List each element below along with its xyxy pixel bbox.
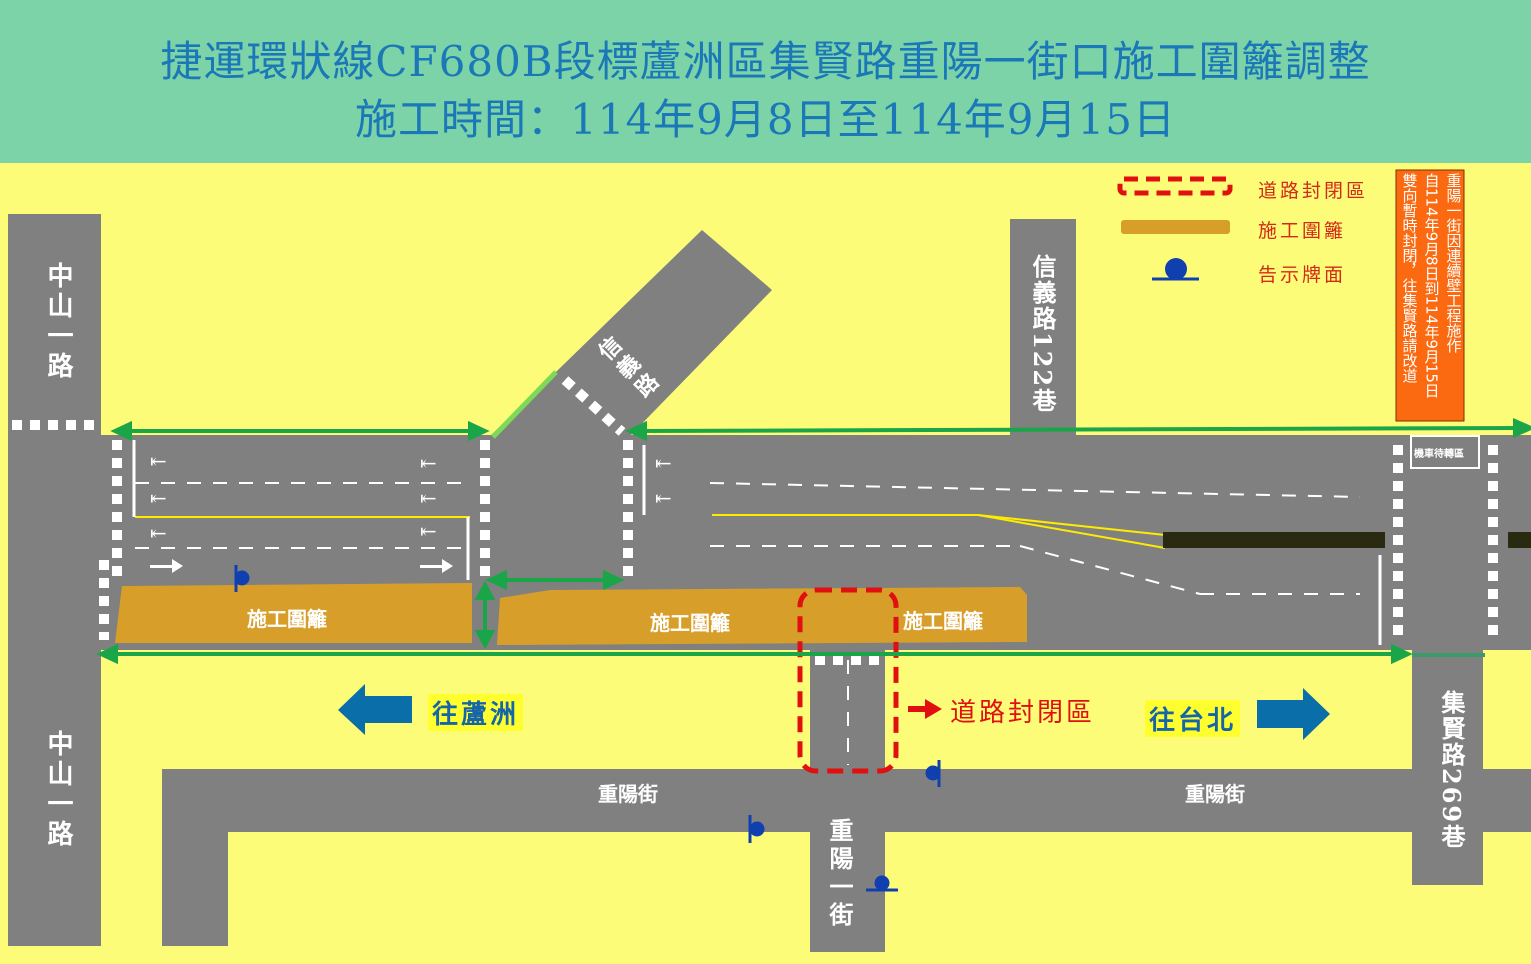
notice-line: 重陽一街因連續壁工程施作 (1444, 173, 1463, 353)
road-chongyang-1 (810, 650, 885, 952)
crosswalks (12, 376, 1498, 665)
page-title: 捷運環狀線CF680B段標蘆洲區集賢路重陽一街口施工圍籬調整 (160, 37, 1371, 86)
barrier-label: 施工圍籬 (903, 609, 983, 633)
green-arrows (96, 417, 1531, 665)
scooter-box (1410, 435, 1480, 469)
legend-closure-label: 道路封閉區 (1258, 180, 1369, 202)
closure-direction-label: 道路封閉區 (950, 698, 1096, 728)
road-map: ⇤ ⇤ ⇤ ⇤ ⇤ ⇤ ⇤ ⇤ (8, 169, 1531, 952)
legend-icons (1117, 176, 1233, 281)
arrow-right-icon (1257, 688, 1330, 740)
road-xinyi-122 (1010, 219, 1076, 435)
xinyi-edge (491, 370, 558, 439)
sign-legend-icon (1165, 258, 1187, 280)
barrier-label: 施工圍籬 (247, 607, 327, 631)
construction-period: 施工時間：114年9月8日至114年9月15日 (355, 95, 1176, 144)
turn-arrow-icon: ⇤ (150, 449, 167, 473)
direction-taipei: 往台北 (1145, 700, 1241, 737)
arrow-right-icon (150, 559, 183, 573)
road-label-chongyang-right: 重陽街 (1185, 782, 1245, 806)
closure-legend-icon (1117, 176, 1233, 196)
svg-text:⇤: ⇤ (150, 521, 167, 545)
road-xinyi (488, 230, 772, 580)
header-banner: 捷運環狀線CF680B段標蘆洲區集賢路重陽一街口施工圍籬調整 施工時間：114年… (0, 0, 1531, 163)
svg-text:⇤: ⇤ (655, 486, 672, 510)
arrow-left-icon (338, 684, 412, 735)
sign-icons (234, 565, 941, 892)
road-chongyang-right (1483, 769, 1531, 832)
road-label-xinyi-122: 信義路122巷 (1028, 254, 1057, 415)
svg-text:⇤: ⇤ (150, 486, 167, 510)
svg-text:⇤: ⇤ (420, 486, 437, 510)
arrow-right-icon (420, 559, 453, 573)
barrier-left (115, 583, 472, 643)
road-label-zhongshan-top: 中山一路 (43, 262, 73, 382)
scooter-box-label: 機車待轉區 (1414, 449, 1464, 460)
road-chongyang-left (162, 769, 228, 946)
closure-zone (797, 587, 899, 774)
stop-lines (132, 440, 1382, 645)
svg-text:⇤: ⇤ (655, 451, 672, 475)
median (1163, 532, 1385, 548)
yellow-lines (135, 514, 1166, 549)
legend-barrier-label: 施工圍籬 (1258, 220, 1347, 242)
red-arrow-icon (908, 699, 942, 719)
svg-text:⇤: ⇤ (420, 451, 437, 475)
notice-line: 雙向暫時封閉，往集賢路請改道 (1400, 173, 1419, 383)
road-label-chongyang-left: 重陽街 (598, 782, 658, 806)
lane-markings (135, 482, 1361, 765)
road-label-zhongshan-bottom: 中山一路 (43, 730, 73, 850)
direction-luzhou: 往蘆洲 (428, 694, 524, 731)
lane-arrows: ⇤ ⇤ ⇤ ⇤ ⇤ ⇤ ⇤ ⇤ (150, 449, 672, 573)
road-jixian-269 (1412, 650, 1483, 885)
road-label-chongyang-1: 重陽一街 (825, 818, 854, 930)
notice-text: 重陽一街因連續壁工程施作 自114年9月8日到114年9月15日 雙向暫時封閉，… (1398, 173, 1464, 421)
notice-box (1395, 169, 1465, 422)
notice-line: 自114年9月8日到114年9月15日 (1422, 173, 1441, 398)
svg-text:⇤: ⇤ (420, 519, 437, 543)
barrier-legend-icon (1121, 220, 1230, 234)
median (1508, 532, 1531, 548)
legend-sign-label: 告示牌面 (1258, 264, 1347, 286)
road-label-jixian-269: 集賢路269巷 (1437, 690, 1466, 851)
barrier-label: 施工圍籬 (650, 611, 730, 635)
road-zhongshan (8, 214, 101, 946)
